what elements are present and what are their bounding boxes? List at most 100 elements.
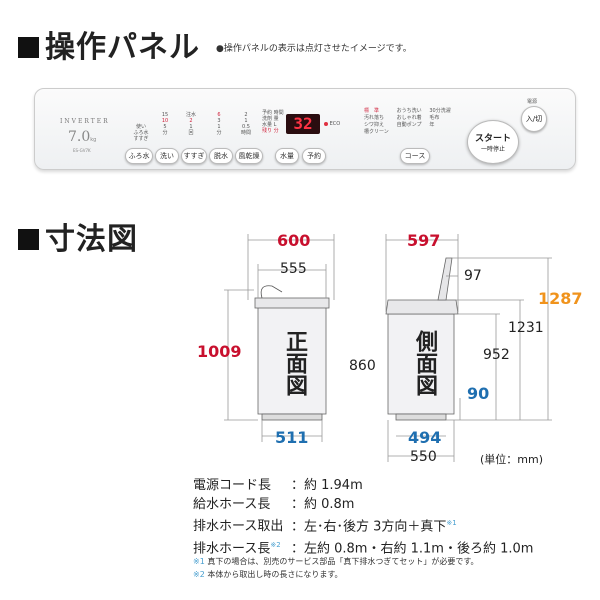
course-button[interactable]: コース	[400, 148, 430, 164]
power-top-label: 電源	[527, 99, 538, 105]
col5-item: 0.5	[242, 124, 250, 130]
course-item: シワ抑え	[364, 122, 385, 128]
side-total-height-label: 1231	[508, 320, 544, 336]
timer-label: 水量 L	[262, 122, 277, 128]
col4-item: 3	[217, 118, 221, 124]
spec-row: 給水ホース長 ：約 0.8m	[193, 495, 533, 514]
front-inner-width-label: 555	[280, 261, 307, 277]
front-body	[257, 305, 327, 415]
timer-labels: 予約 時間 洗剤 量 水量 L 残り 分	[262, 110, 284, 134]
course-item: 毛布	[429, 115, 440, 121]
spec-list: 電源コード長：約 1.94m 給水ホース長 ：約 0.8m 排水ホース取出：左･右…	[193, 476, 533, 559]
side-lid	[437, 257, 453, 301]
spin-button[interactable]: 脱水	[209, 148, 233, 164]
col3-item: 回	[188, 130, 194, 136]
spec-value: ：約 0.8m	[291, 497, 355, 512]
col2-item: 分	[162, 130, 168, 136]
spec-label-wrap: 排水ホース長※2	[193, 536, 291, 558]
col-rinse-count: 注水 2 1 回	[184, 112, 198, 136]
col1-item: 使い	[135, 124, 146, 130]
spec-footnote-mark: ※2	[270, 541, 281, 550]
pause-label: 一時停止	[480, 146, 505, 153]
eco-indicator: ECO	[324, 121, 340, 127]
spec-value: ：約 1.94m	[291, 478, 363, 493]
spec-value: ：左約 0.8m・右約 1.1m・後ろ約 1.0m	[291, 541, 534, 557]
dimension-drawing	[224, 234, 552, 462]
col1-item: ふろ水	[133, 130, 149, 136]
panel-title-text: 操作パネル	[45, 30, 200, 65]
col4-item: 分	[216, 130, 222, 136]
spec-row: 排水ホース取出：左･右･後方 3方向＋真下※1	[193, 514, 533, 536]
footnote-text: 真下の場合は、別売のサービス部品「真下排水つぎてセット」が必要です。	[207, 557, 479, 566]
timer-label: 予約 時間	[262, 110, 284, 116]
front-top	[254, 297, 330, 309]
front-cord	[260, 285, 283, 299]
square-bullet-icon	[18, 229, 39, 250]
side-open-height-label: 1287	[538, 289, 583, 308]
front-base-width-label: 511	[275, 428, 309, 447]
course-item: 槽クリーン	[364, 129, 389, 135]
side-view-label: 側面図	[412, 330, 437, 396]
col4-item: 6	[217, 112, 221, 118]
side-foot-width-label: 550	[410, 449, 437, 465]
col5-item: 1	[244, 118, 248, 124]
course-item: 30分洗濯	[429, 108, 451, 114]
col-dry-time: 2 1 0.5 時間	[238, 112, 254, 136]
rinse-button[interactable]: すすぎ	[181, 148, 207, 164]
col2-item: 5	[163, 124, 167, 130]
spec-label: 排水ホース取出	[193, 519, 284, 535]
spec-row: 排水ホース長※2：左約 0.8m・右約 1.1m・後ろ約 1.0m	[193, 536, 533, 558]
front-width-label: 600	[277, 231, 311, 250]
power-button[interactable]: 入/切	[521, 106, 547, 132]
air-dry-button[interactable]: 風乾燥	[235, 148, 263, 164]
footnote-mark: ※2	[193, 570, 205, 579]
spec-label: 排水ホース長	[193, 541, 271, 557]
course-item: おしゃれ着	[396, 115, 422, 121]
start-pause-button[interactable]: スタート 一時停止	[467, 120, 519, 164]
dim-section-title: 寸法図	[18, 214, 138, 258]
side-base-width-label: 494	[408, 428, 442, 447]
front-height-label: 1009	[197, 342, 242, 361]
wash-button[interactable]: 洗い	[155, 148, 179, 164]
spec-row: 電源コード長：約 1.94m	[193, 476, 533, 495]
col1-item: すすぎ	[133, 136, 149, 142]
col-wash-time: 15 10 5 分	[158, 112, 172, 136]
eco-text: ECO	[329, 121, 341, 127]
course-item: 汚れ落ち	[364, 115, 385, 121]
col4-item: 1	[217, 124, 221, 130]
course-item: 自動ポンプ	[396, 122, 422, 128]
water-level-button[interactable]: 水量	[275, 148, 299, 164]
col5-item: 時間	[240, 130, 251, 136]
panel-section-title: 操作パネル	[18, 22, 200, 66]
course-grid: 標 準 おうち洗い 30分洗濯 汚れ落ち おしゃれ着 毛布 シワ抑え 自動ポンプ…	[364, 108, 462, 136]
col2-item: 10	[161, 118, 169, 124]
side-body-height-label: 952	[483, 347, 510, 363]
inverter-label: INVERTER	[60, 118, 110, 125]
model-number: ES-GV7K	[73, 148, 91, 153]
course-item: 年	[429, 122, 435, 128]
side-width-label: 597	[407, 231, 441, 250]
side-base-height-label: 90	[467, 384, 490, 403]
course-item: おうち洗い	[396, 108, 422, 114]
col-spin-time: 6 3 1 分	[212, 112, 226, 136]
capacity-display: 7.0kg	[68, 126, 96, 145]
capacity-value: 7.0	[68, 129, 91, 145]
reserve-button[interactable]: 予約	[302, 148, 326, 164]
col3-item: 1	[189, 124, 193, 130]
footnote-1: ※1 真下の場合は、別売のサービス部品「真下排水つぎてセット」が必要です。	[193, 556, 479, 567]
footnote-mark: ※1	[193, 557, 205, 566]
capacity-unit: kg	[90, 137, 97, 143]
front-body-height-label: 860	[349, 358, 376, 374]
footnote-2: ※2 本体から取出し時の長さになります。	[193, 569, 343, 580]
timer-label: 残り 分	[262, 128, 279, 134]
dim-title-text: 寸法図	[45, 222, 138, 257]
col-water-use: 使い ふろ水 すすぎ	[132, 124, 150, 142]
side-body	[387, 313, 455, 415]
side-lid-offset-label: 97	[464, 268, 482, 284]
furo-water-button[interactable]: ふろ水	[125, 148, 153, 164]
eco-dot-icon	[324, 121, 328, 126]
course-item: 標 準	[364, 108, 380, 114]
spec-label: 給水ホース長	[193, 497, 271, 512]
side-top	[385, 299, 459, 315]
spec-footnote-mark: ※1	[446, 519, 457, 527]
